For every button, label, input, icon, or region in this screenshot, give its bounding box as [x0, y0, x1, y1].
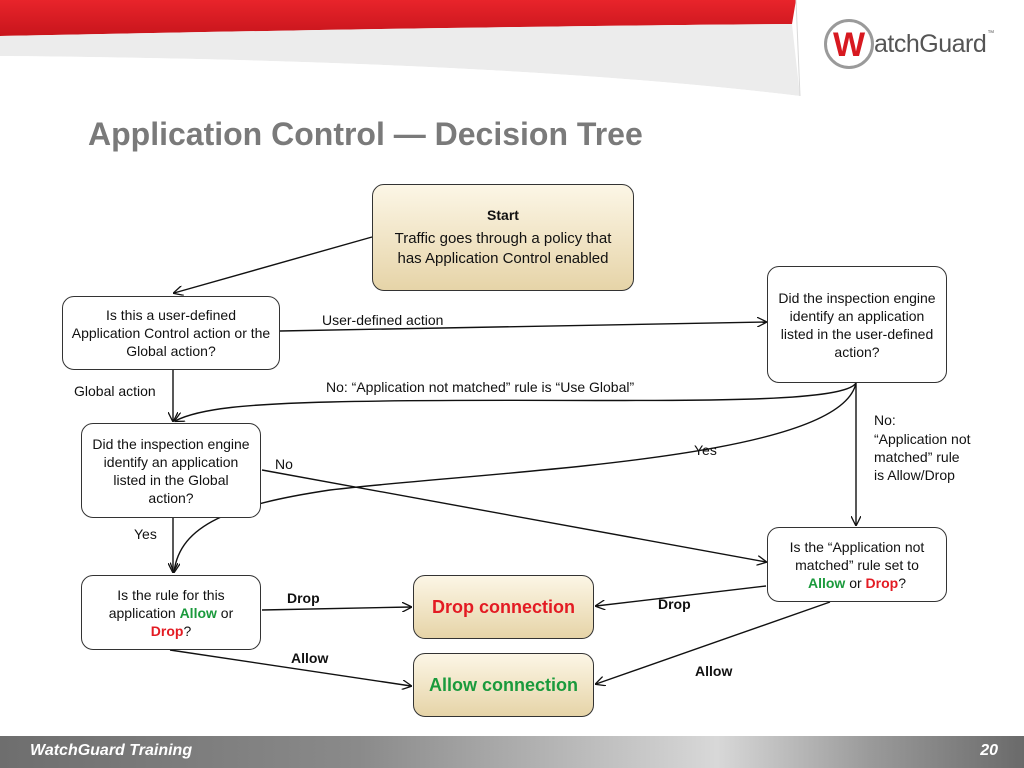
watchguard-logo: W atchGuard™: [824, 18, 1004, 70]
slide-title: Application Control — Decision Tree: [88, 116, 643, 152]
label-use-global: No: “Application not matched” rule is “U…: [326, 379, 635, 395]
label-yes-global: Yes: [134, 526, 157, 542]
label-allow-right: Allow: [695, 663, 733, 679]
not-matched-suffix: ?: [898, 574, 907, 591]
action-type-text: Is this a user-defined Application Contr…: [71, 307, 271, 359]
label-allow-left: Allow: [291, 650, 329, 666]
drop-connection-node: Drop connection: [413, 575, 594, 639]
user-defined-match-node: Did the inspection engine identify an ap…: [767, 266, 947, 383]
label-no-allow-drop-1: No:: [874, 412, 896, 428]
action-type-node: Is this a user-defined Application Contr…: [62, 296, 280, 370]
label-drop-left: Drop: [287, 590, 320, 606]
start-node: Start Traffic goes through a policy that…: [372, 184, 634, 291]
edge-drop-left: [261, 607, 411, 610]
rule-for-app-text: Is the rule for this application Allow o…: [90, 586, 252, 640]
start-body: Traffic goes through a policy that has A…: [394, 230, 612, 267]
edge-drop-right: [596, 585, 767, 606]
edge-use-global: [175, 382, 857, 421]
global-match-text: Did the inspection engine identify an ap…: [92, 435, 250, 506]
not-matched-rule-node: Is the “Application not matched” rule se…: [767, 527, 947, 602]
label-no-allow-drop-2: “Application not: [874, 431, 971, 447]
start-title: Start: [487, 207, 519, 223]
allow-connection-node: Allow connection: [413, 653, 594, 717]
rule-for-app-suffix: ?: [183, 622, 192, 639]
footer-bar: [0, 736, 1024, 768]
rule-for-app-node: Is the rule for this application Allow o…: [81, 575, 261, 650]
label-no-global: No: [275, 456, 293, 472]
global-match-node: Did the inspection engine identify an ap…: [81, 423, 261, 518]
label-drop-right: Drop: [658, 596, 691, 612]
edge-allow-left: [169, 649, 411, 686]
label-user-defined: User-defined action: [322, 312, 444, 328]
not-matched-allow: Allow: [807, 574, 846, 591]
rule-for-app-prefix: Is the rule for this application: [108, 586, 225, 621]
logo-trademark: ™: [987, 29, 994, 37]
logo-initial: W: [832, 26, 866, 64]
not-matched-prefix: Is the “Application not matched” rule se…: [789, 538, 925, 573]
page-number: 20: [980, 742, 998, 759]
drop-connection-text: Drop connection: [432, 597, 575, 617]
edge-yes-user: [174, 382, 857, 572]
not-matched-rule-text: Is the “Application not matched” rule se…: [776, 538, 938, 592]
not-matched-or: or: [849, 574, 862, 591]
label-yes-user: Yes: [694, 442, 717, 458]
label-no-allow-drop-3: matched” rule: [874, 449, 960, 465]
rule-for-app-allow: Allow: [179, 604, 217, 621]
not-matched-drop: Drop: [865, 574, 899, 591]
edge-user-defined: [279, 322, 766, 332]
user-defined-match-text: Did the inspection engine identify an ap…: [778, 289, 936, 360]
edge-start-to-action-type: [174, 236, 373, 293]
edge-no-global: [261, 469, 766, 562]
footer-title: WatchGuard Training: [30, 742, 193, 759]
label-global-action: Global action: [74, 383, 156, 399]
rule-for-app-drop: Drop: [150, 622, 184, 639]
logo-rest: atchGuard: [874, 29, 987, 58]
logo-mark-icon: W: [824, 19, 874, 69]
label-no-allow-drop-4: is Allow/Drop: [874, 467, 955, 483]
edge-allow-right: [596, 601, 831, 684]
allow-connection-text: Allow connection: [428, 675, 578, 695]
rule-for-app-or: or: [220, 604, 234, 621]
logo-wordmark: atchGuard™: [874, 30, 994, 59]
